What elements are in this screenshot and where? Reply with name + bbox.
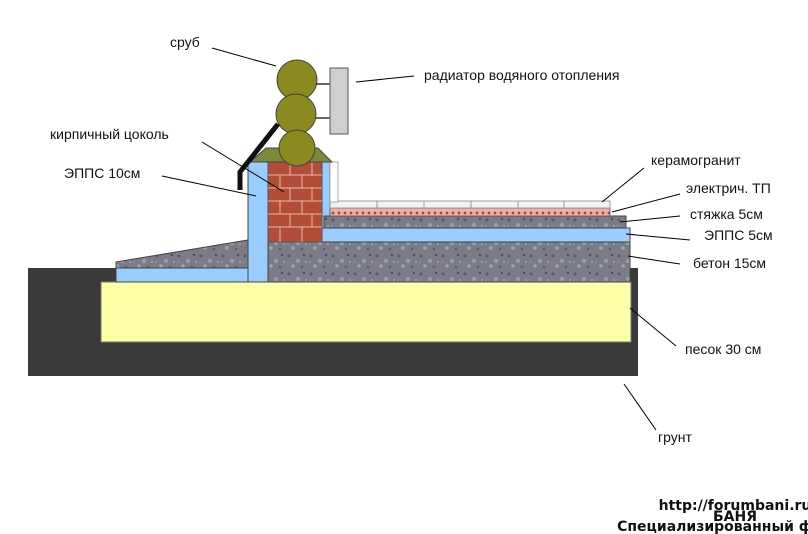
leader-epps10 xyxy=(161,175,257,197)
leader-grunt xyxy=(623,383,657,431)
label-srub: сруб xyxy=(170,34,200,50)
watermark-subtitle: Специализированный форум xyxy=(617,519,808,534)
label-grunt: грунт xyxy=(658,429,692,445)
screed-layer xyxy=(323,215,627,229)
watermark-title: БАНЯ xyxy=(713,509,757,525)
brick-plinth xyxy=(267,161,323,243)
log-middle xyxy=(275,93,317,135)
label-radiator: радиатор водяного отопления xyxy=(424,67,619,83)
wall-inner-finish xyxy=(329,161,339,203)
watermark-url: http://forumbani.ru xyxy=(659,498,808,514)
epps-5cm-layer xyxy=(321,227,631,243)
leader-beton xyxy=(627,255,681,265)
label-pesok: песок 30 см xyxy=(685,341,761,357)
leader-radiator xyxy=(355,75,415,83)
electric-heating-layer xyxy=(329,207,611,217)
leader-srub xyxy=(211,47,277,67)
label-epps10: ЭППС 10см xyxy=(64,165,140,181)
drip-flashing xyxy=(237,122,280,190)
sand-layer xyxy=(100,281,632,343)
label-cokol: кирпичный цоколь xyxy=(50,126,169,142)
blind-area-concrete xyxy=(115,239,249,269)
outer-epps-strip xyxy=(115,267,251,283)
porcelain-tiles xyxy=(329,200,611,209)
label-beton: бетон 15см xyxy=(693,255,766,271)
concrete-slab xyxy=(267,241,631,283)
log-bottom xyxy=(278,129,316,167)
leader-pesok xyxy=(629,307,677,347)
label-electric-tp: электрич. ТП xyxy=(686,180,771,196)
label-epps5: ЭППС 5см xyxy=(704,227,773,243)
water-radiator xyxy=(329,67,349,135)
leader-keramogranit xyxy=(601,167,645,203)
leader-styazhka xyxy=(619,215,681,223)
label-keramogranit: керамогранит xyxy=(651,152,741,168)
leader-cokol xyxy=(201,141,285,193)
label-styazhka: стяжка 5см xyxy=(690,206,763,222)
leader-electric xyxy=(611,193,681,213)
leader-epps5 xyxy=(625,233,691,241)
